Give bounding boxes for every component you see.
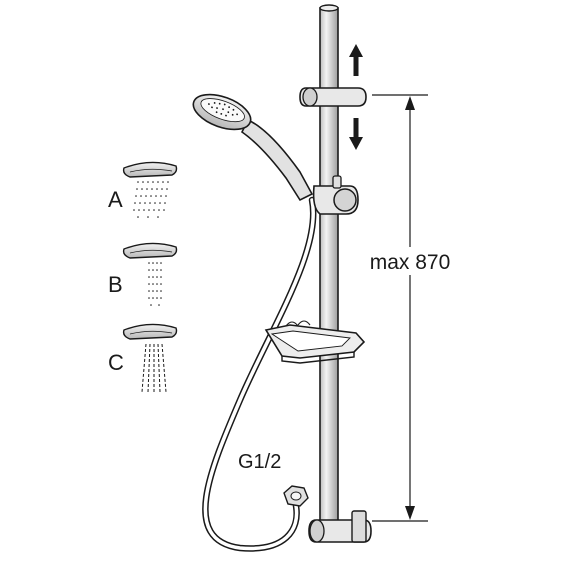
arrow-up-icon xyxy=(349,44,363,76)
spray-mode-c: C xyxy=(108,323,178,393)
thread-label: G1/2 xyxy=(238,451,281,473)
top-wall-bracket xyxy=(299,87,367,107)
arrow-down-icon xyxy=(349,118,363,150)
hand-shower xyxy=(192,93,314,202)
bottom-wall-bracket xyxy=(308,510,372,543)
dimension-label: max 870 xyxy=(370,251,451,274)
soap-dish xyxy=(264,320,366,364)
mode-a-letter: A xyxy=(108,187,123,212)
dimension-line: max 870 xyxy=(366,94,456,522)
mode-b-letter: B xyxy=(108,272,123,297)
mode-c-letter: C xyxy=(108,350,124,375)
shower-hose xyxy=(202,196,317,552)
shower-holder xyxy=(312,175,359,215)
slide-bar xyxy=(319,4,339,529)
hose-connector xyxy=(283,485,309,507)
spray-mode-a: A xyxy=(108,161,178,218)
spray-mode-b: B xyxy=(108,242,178,306)
